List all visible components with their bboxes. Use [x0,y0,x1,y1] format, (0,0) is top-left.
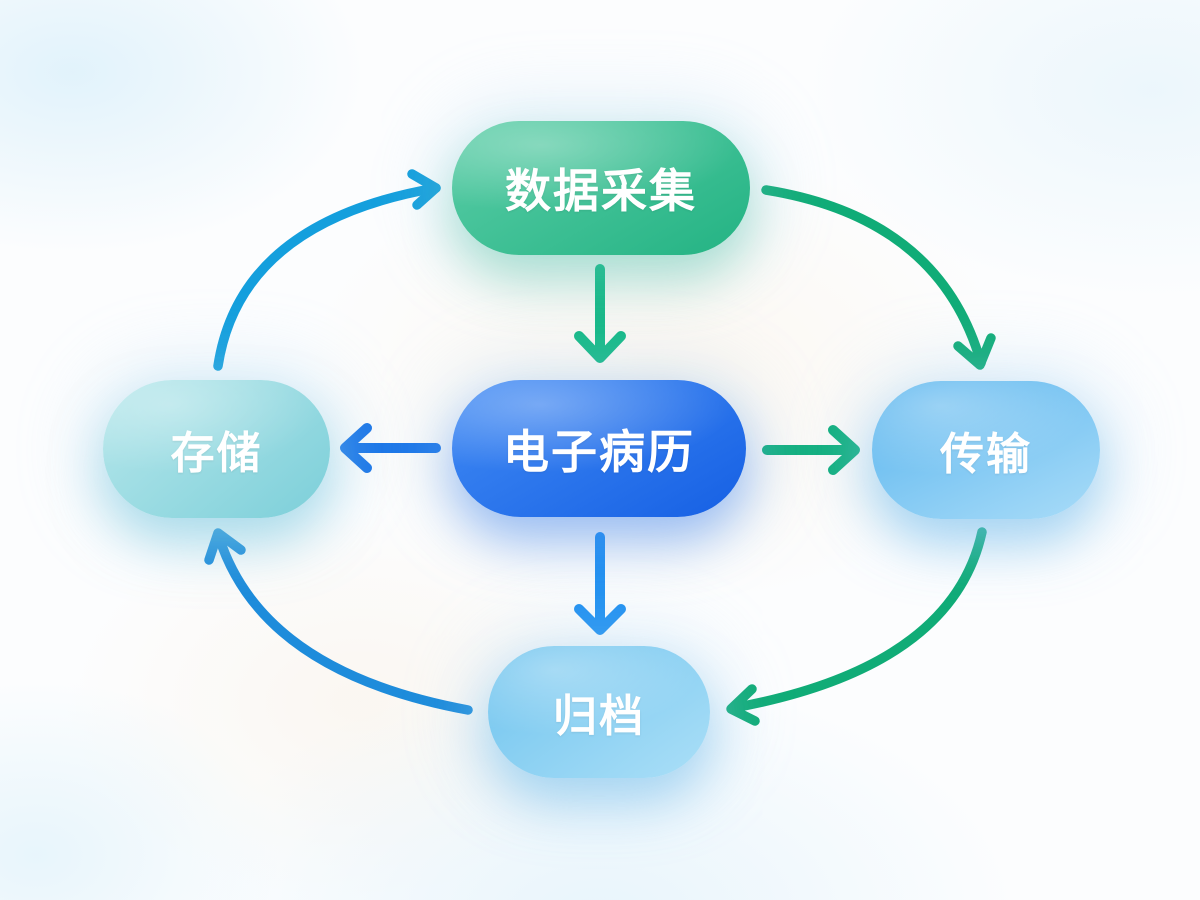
arrowhead-emr-to-storage [340,423,372,473]
node-archive: 归档 [488,646,710,778]
edge-storage-to-collection [213,183,441,371]
arrowhead-storage-to-collection [407,169,441,210]
node-storage: 存储 [103,380,330,518]
arrowhead-emr-to-archive [574,604,626,635]
node-transmission-label: 传输 [940,430,1032,479]
arrowhead-collection-to-emr [574,331,626,363]
node-data-collection-label: 数据采集 [505,165,697,217]
node-storage-label: 存储 [170,429,263,478]
arrowhead-transmission-to-archive [726,684,760,726]
node-transmission: 传输 [872,381,1100,519]
node-archive-label: 归档 [553,692,645,741]
arrowhead-archive-to-storage [204,528,246,565]
edge-collection-to-transmission [761,185,986,368]
arrowhead-collection-to-transmission [953,333,996,370]
node-data-collection: 数据采集 [452,121,750,255]
node-emr: 电子病历 [452,380,746,517]
node-emr-label: 电子病历 [503,425,695,478]
edge-archive-to-storage [214,532,473,715]
arrowhead-emr-to-transmission [828,425,860,475]
edge-transmission-to-archive [728,527,987,713]
